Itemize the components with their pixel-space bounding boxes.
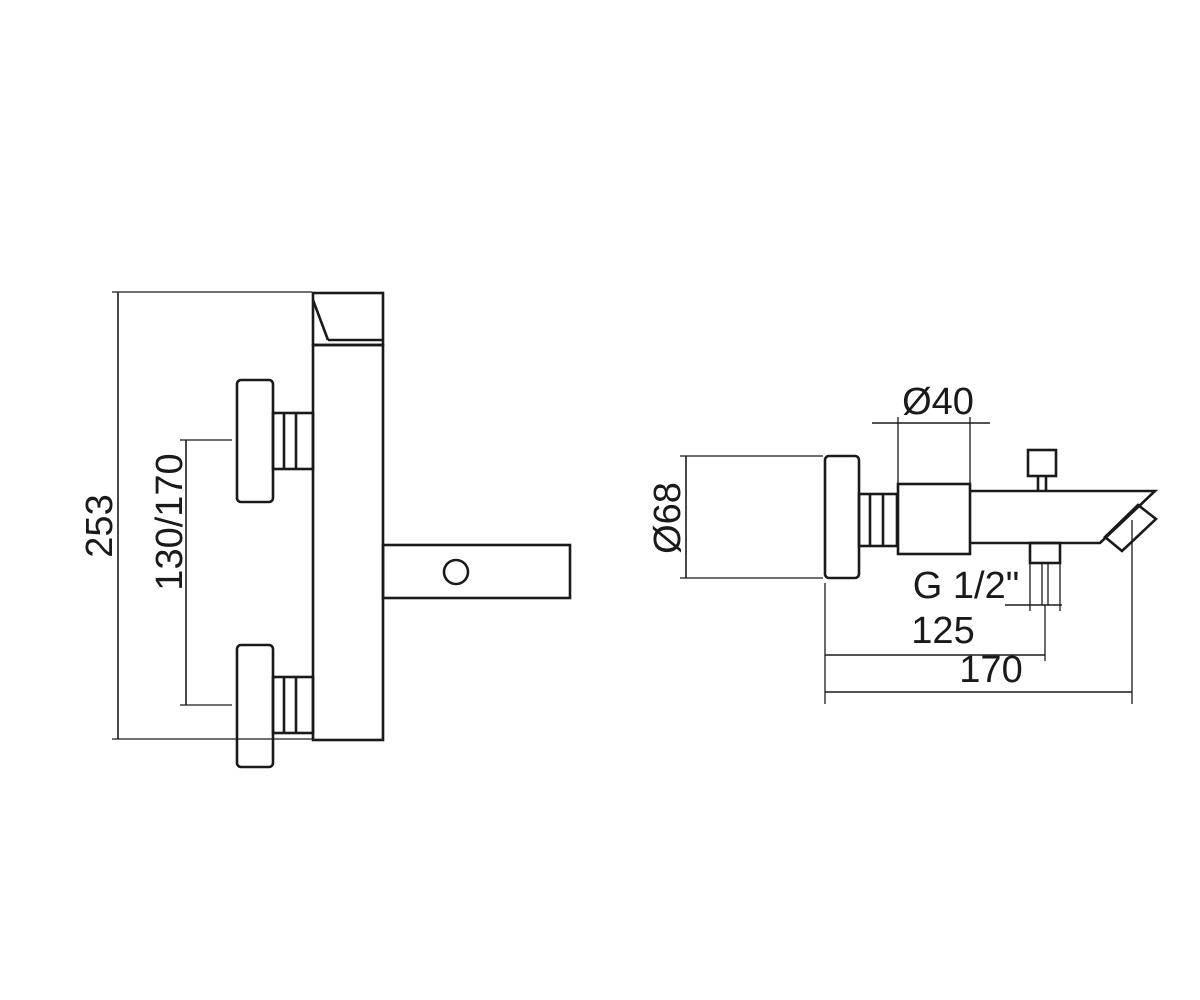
dimension-handle-diameter [680, 455, 823, 579]
dimension-label-body-diameter: Ø40 [902, 381, 974, 423]
dimension-depth-170 [825, 520, 1133, 704]
dimension-body-diameter [872, 417, 990, 483]
dimension-thread [1005, 563, 1062, 611]
side-spout [970, 489, 1159, 553]
side-body [896, 482, 972, 556]
top-lever [311, 291, 385, 347]
mixer-body [311, 343, 385, 742]
side-view: Ø68 Ø40 [647, 381, 1159, 704]
diverter-knob [1026, 448, 1058, 491]
dimension-centers [180, 439, 232, 706]
side-handle [823, 454, 861, 580]
front-view: 253 130/170 [79, 291, 572, 769]
dimension-depth-125 [824, 583, 1046, 704]
dimension-label-depth-125: 125 [911, 610, 974, 652]
water-inlet [1028, 541, 1062, 605]
dimension-label-centers: 130/170 [149, 453, 191, 590]
dimension-label-depth-170: 170 [959, 649, 1022, 691]
spout [381, 543, 572, 600]
lower-handle [235, 643, 315, 769]
dimension-label-total-height: 253 [79, 494, 121, 557]
dimension-label-thread: G 1/2" [913, 565, 1019, 607]
side-nut [857, 492, 899, 548]
dimension-label-handle-diameter: Ø68 [647, 482, 689, 554]
dimension-total-height [112, 291, 312, 740]
upper-handle [235, 378, 315, 504]
